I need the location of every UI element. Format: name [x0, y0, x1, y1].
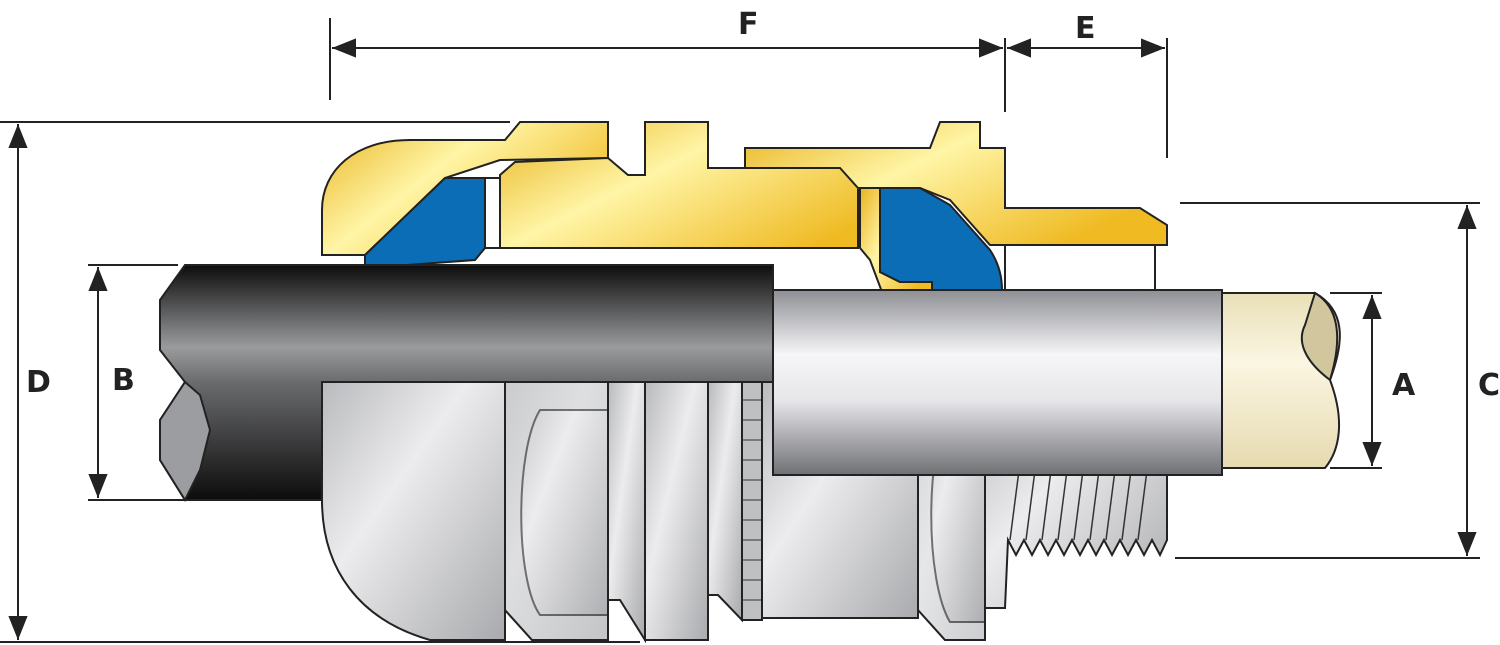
seals — [364, 177, 1004, 291]
inner-sheath — [772, 289, 1223, 476]
gland-body-upper-brass — [321, 121, 1168, 293]
label-b: B — [112, 363, 135, 398]
sheath-end — [159, 380, 212, 503]
label-f: F — [738, 7, 759, 42]
label-d: D — [26, 365, 51, 400]
conductor-end — [1300, 291, 1339, 382]
label-e: E — [1075, 11, 1096, 46]
label-c: C — [1478, 368, 1500, 403]
dimension-labels: F E D B A C — [26, 7, 1500, 403]
seal-right — [879, 187, 1004, 291]
cable — [159, 264, 1341, 503]
dimension-lines — [0, 18, 1480, 643]
label-a: A — [1392, 368, 1416, 403]
